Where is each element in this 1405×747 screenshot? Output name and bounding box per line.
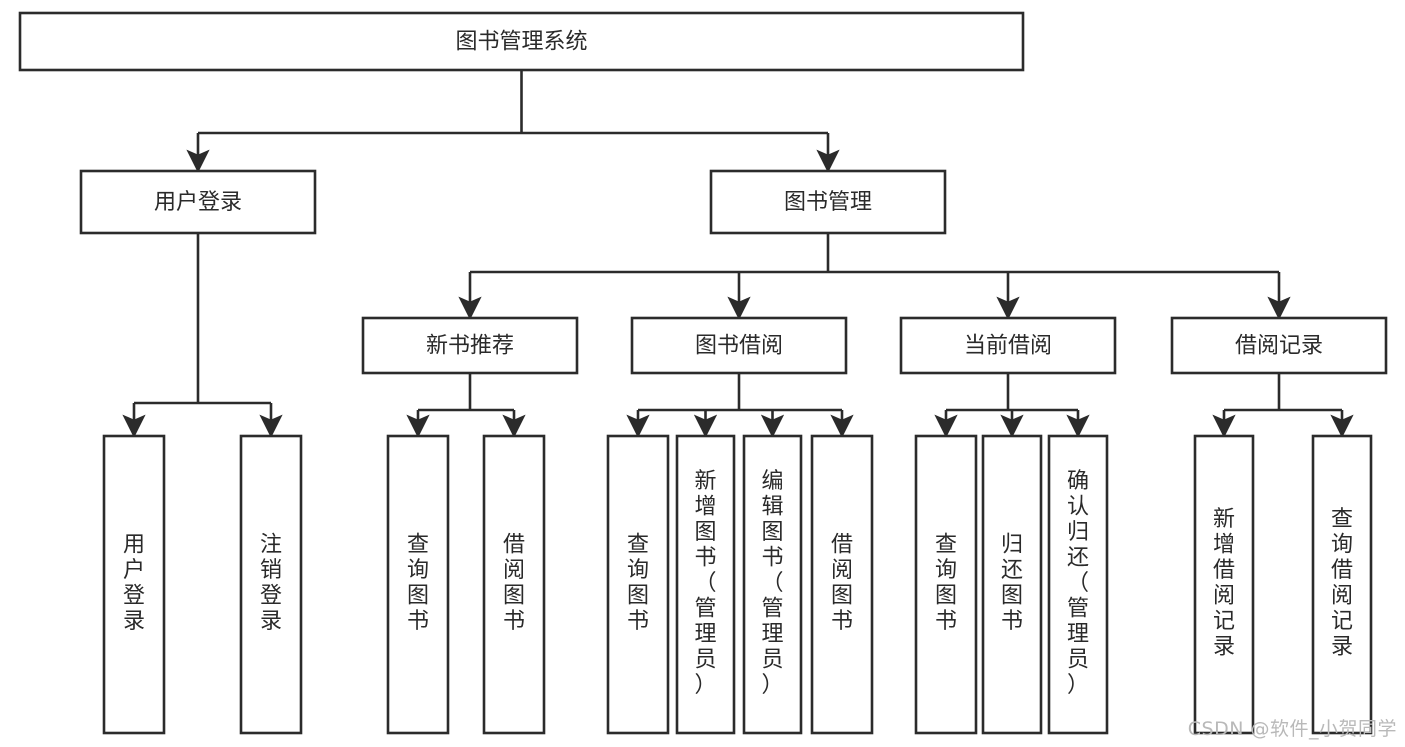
node-leaf-leaf-edit-book[interactable]: 编辑图书（管理员） bbox=[742, 434, 803, 735]
node-leaf-leaf-borrow-book-bw[interactable]: 借阅图书 bbox=[810, 434, 874, 735]
node-rect bbox=[675, 434, 736, 735]
node-level2-book-manage[interactable]: 图书管理 bbox=[709, 169, 947, 235]
node-label: 查询图书 bbox=[627, 533, 649, 635]
node-rect bbox=[386, 434, 450, 735]
node-leaf-leaf-query-book-rec[interactable]: 查询图书 bbox=[386, 434, 450, 735]
node-level3-current-borrow[interactable]: 当前借阅 bbox=[899, 316, 1117, 375]
node-rect bbox=[630, 316, 848, 375]
node-rect bbox=[1170, 316, 1388, 375]
node-rect bbox=[1193, 434, 1255, 735]
node-rect bbox=[810, 434, 874, 735]
node-leaf-leaf-user-login[interactable]: 用户登录 bbox=[102, 434, 166, 735]
node-rect bbox=[981, 434, 1043, 735]
node-label: 图书管理系统 bbox=[455, 30, 587, 55]
node-rect bbox=[914, 434, 978, 735]
node-rect bbox=[18, 11, 1025, 72]
node-label: 确认归还（管理员） bbox=[1067, 469, 1089, 698]
node-label: 归还图书 bbox=[1001, 533, 1023, 635]
node-leaf-leaf-query-book-bw[interactable]: 查询图书 bbox=[606, 434, 670, 735]
node-root-system[interactable]: 图书管理系统 bbox=[18, 11, 1025, 72]
node-level2-user-login[interactable]: 用户登录 bbox=[79, 169, 317, 235]
connector-lines bbox=[122, 70, 1354, 438]
node-label: 查询借阅记录 bbox=[1331, 507, 1353, 660]
node-rect bbox=[709, 169, 947, 235]
node-level3-new-book-rec[interactable]: 新书推荐 bbox=[361, 316, 579, 375]
node-rect bbox=[102, 434, 166, 735]
node-leaf-leaf-add-record[interactable]: 新增借阅记录 bbox=[1193, 434, 1255, 735]
node-leaf-leaf-query-record[interactable]: 查询借阅记录 bbox=[1311, 434, 1373, 735]
node-label: 用户登录 bbox=[123, 533, 145, 635]
node-leaf-leaf-confirm-return[interactable]: 确认归还（管理员） bbox=[1047, 434, 1109, 735]
node-leaf-leaf-logout[interactable]: 注销登录 bbox=[239, 434, 303, 735]
node-leaf-leaf-return-book[interactable]: 归还图书 bbox=[981, 434, 1043, 735]
node-leaf-leaf-borrow-book-rec[interactable]: 借阅图书 bbox=[482, 434, 546, 735]
node-rect bbox=[742, 434, 803, 735]
node-rect bbox=[239, 434, 303, 735]
node-rect bbox=[899, 316, 1117, 375]
node-label: 新书推荐 bbox=[426, 334, 514, 359]
node-label: 借阅图书 bbox=[503, 533, 525, 635]
node-label: 当前借阅 bbox=[964, 334, 1052, 359]
node-rect bbox=[361, 316, 579, 375]
node-label: 用户登录 bbox=[154, 190, 242, 215]
node-label: 借阅记录 bbox=[1235, 334, 1323, 359]
node-label: 图书借阅 bbox=[695, 334, 783, 359]
node-label: 编辑图书（管理员） bbox=[761, 469, 783, 698]
node-level3-borrow-record[interactable]: 借阅记录 bbox=[1170, 316, 1388, 375]
node-label: 新增借阅记录 bbox=[1213, 507, 1235, 660]
node-label: 新增图书（管理员） bbox=[694, 469, 716, 698]
node-label: 注销登录 bbox=[260, 533, 282, 635]
node-label: 查询图书 bbox=[407, 533, 429, 635]
node-rect bbox=[1047, 434, 1109, 735]
node-rect bbox=[1311, 434, 1373, 735]
node-leaf-leaf-add-book[interactable]: 新增图书（管理员） bbox=[675, 434, 736, 735]
node-boxes: 图书管理系统用户登录图书管理新书推荐图书借阅当前借阅借阅记录用户登录注销登录查询… bbox=[18, 11, 1388, 735]
node-level3-book-borrow[interactable]: 图书借阅 bbox=[630, 316, 848, 375]
node-rect bbox=[79, 169, 317, 235]
node-leaf-leaf-query-book-cb[interactable]: 查询图书 bbox=[914, 434, 978, 735]
node-rect bbox=[482, 434, 546, 735]
node-label: 查询图书 bbox=[935, 533, 957, 635]
node-label: 图书管理 bbox=[784, 190, 872, 215]
node-rect bbox=[606, 434, 670, 735]
node-label: 借阅图书 bbox=[831, 533, 853, 635]
